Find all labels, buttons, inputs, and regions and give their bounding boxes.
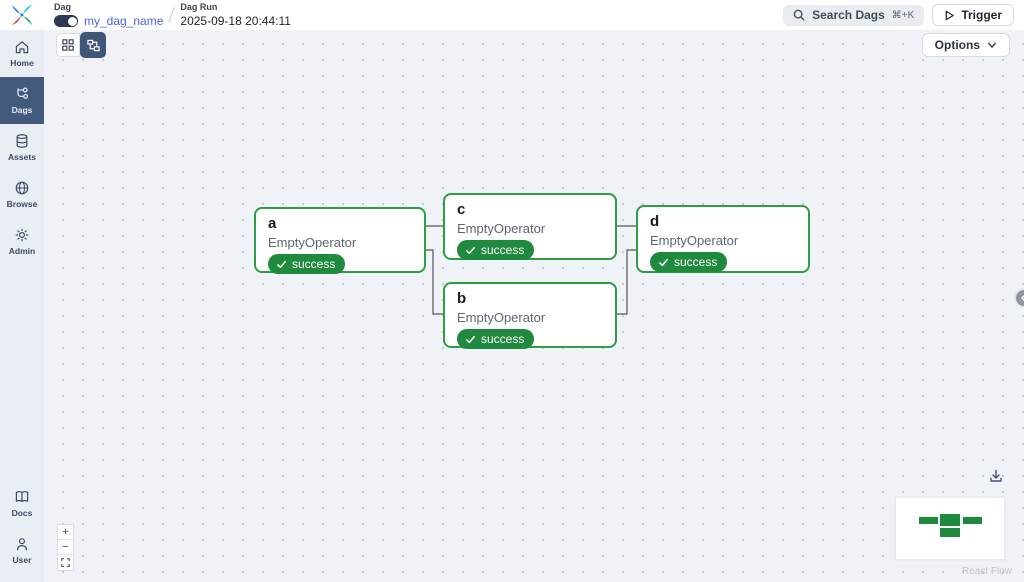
dag-run-timestamp[interactable]: 2025-09-18 20:44:11 <box>180 14 291 28</box>
task-status-badge[interactable]: success <box>268 254 346 274</box>
database-icon <box>16 134 28 148</box>
sidebar-item-user[interactable]: User <box>0 527 44 574</box>
options-label: Options <box>934 38 980 52</box>
minimap-node-b <box>940 528 960 537</box>
task-status-badge[interactable]: success <box>457 240 535 260</box>
sidebar-item-label: Docs <box>11 508 33 518</box>
minimap-node-a <box>919 517 938 524</box>
dag-run-label: Dag Run <box>180 2 218 12</box>
sidebar-item-label: Home <box>10 58 34 68</box>
dag-pause-toggle[interactable] <box>54 15 78 27</box>
options-dropdown[interactable]: Options <box>921 33 1010 57</box>
download-icon <box>990 469 1002 482</box>
zoom-controls: + − <box>57 524 74 571</box>
task-node-d[interactable]: d EmptyOperator success <box>636 205 810 273</box>
dag-edges <box>426 225 636 315</box>
task-name: c <box>457 201 466 218</box>
dag-label: Dag <box>54 2 72 12</box>
sidebar-item-label: Dags <box>11 105 33 115</box>
sidebar-item-label: Admin <box>8 246 36 256</box>
task-node-c[interactable]: c EmptyOperator success <box>443 193 617 260</box>
trigger-button[interactable]: Trigger <box>932 4 1014 26</box>
sidebar-item-assets[interactable]: Assets <box>0 124 44 171</box>
sidebar-item-docs[interactable]: Docs <box>0 480 44 527</box>
graph-view-button[interactable] <box>80 32 106 58</box>
task-node-b[interactable]: b EmptyOperator success <box>443 282 617 349</box>
home-icon <box>15 41 29 54</box>
sidebar-spacer <box>0 265 44 480</box>
graph-icon <box>86 39 100 51</box>
edge-a-to-b <box>426 249 443 315</box>
breadcrumb-separator <box>168 7 176 23</box>
chevron-left-icon <box>1021 294 1024 302</box>
task-operator: EmptyOperator <box>457 310 546 325</box>
task-operator: EmptyOperator <box>650 233 739 248</box>
zoom-in-button[interactable]: + <box>58 525 73 540</box>
task-status-label: success <box>481 332 525 346</box>
sidebar-item-admin[interactable]: Admin <box>0 218 44 265</box>
gear-icon <box>15 228 29 242</box>
check-icon <box>277 260 286 268</box>
breadcrumb-dag: Dag my_dag_name <box>54 2 163 28</box>
grid-icon <box>62 39 74 51</box>
trigger-label: Trigger <box>961 8 1002 22</box>
globe-icon <box>15 181 29 195</box>
task-node-a[interactable]: a EmptyOperator success <box>254 207 426 274</box>
grid-view-button[interactable] <box>56 33 80 57</box>
main-nav-sidebar: Home Dags Assets Browse <box>0 30 44 582</box>
minimap-node-d <box>963 517 982 524</box>
search-dags-button[interactable]: Search Dags ⌘+K <box>783 4 925 26</box>
edge-b-to-d <box>617 249 636 315</box>
check-icon <box>659 258 668 266</box>
sidebar-item-dags[interactable]: Dags <box>0 77 44 124</box>
search-icon <box>793 9 805 21</box>
task-status-label: success <box>481 243 525 257</box>
check-icon <box>466 246 475 254</box>
view-mode-toggle <box>56 32 106 58</box>
airflow-pinwheel-icon <box>11 4 33 26</box>
task-status-badge[interactable]: success <box>457 329 535 349</box>
task-name: a <box>268 215 277 232</box>
sidebar-item-label: Browse <box>6 199 38 209</box>
task-status-badge[interactable]: success <box>650 252 728 272</box>
fit-view-icon <box>61 558 70 567</box>
play-icon <box>945 10 955 20</box>
download-image-button[interactable] <box>988 468 1004 484</box>
dag-graph-icon <box>17 87 29 99</box>
search-label: Search Dags <box>812 8 885 22</box>
fit-view-button[interactable] <box>58 555 73 570</box>
zoom-out-button[interactable]: − <box>58 540 73 555</box>
breadcrumb-dag-run: Dag Run 2025-09-18 20:44:11 <box>180 2 291 28</box>
check-icon <box>466 335 475 343</box>
task-name: b <box>457 290 467 307</box>
minimap-node-c <box>940 514 960 526</box>
panel-collapse-handle[interactable] <box>1014 288 1024 308</box>
sidebar-item-home[interactable]: Home <box>0 30 44 77</box>
sidebar-item-label: User <box>12 555 32 565</box>
minimap[interactable] <box>895 497 1005 560</box>
task-operator: EmptyOperator <box>457 221 546 236</box>
task-operator: EmptyOperator <box>268 235 357 250</box>
sidebar-item-label: Assets <box>8 152 36 162</box>
airflow-logo[interactable] <box>0 4 44 26</box>
search-shortcut: ⌘+K <box>891 9 915 21</box>
person-icon <box>17 538 27 551</box>
dag-name-link[interactable]: my_dag_name <box>84 14 164 28</box>
chevron-down-icon <box>988 42 996 48</box>
react-flow-attribution[interactable]: React Flow <box>961 566 1012 577</box>
app-header: Dag my_dag_name Dag Run 2025-09-18 20:44… <box>0 0 1024 30</box>
task-status-label: success <box>674 255 718 269</box>
task-name: d <box>650 213 660 230</box>
book-icon <box>15 491 29 502</box>
task-status-label: success <box>292 257 336 271</box>
dag-graph-canvas[interactable]: Options a EmptyOperator success c EmptyO… <box>44 30 1024 582</box>
sidebar-item-browse[interactable]: Browse <box>0 171 44 218</box>
